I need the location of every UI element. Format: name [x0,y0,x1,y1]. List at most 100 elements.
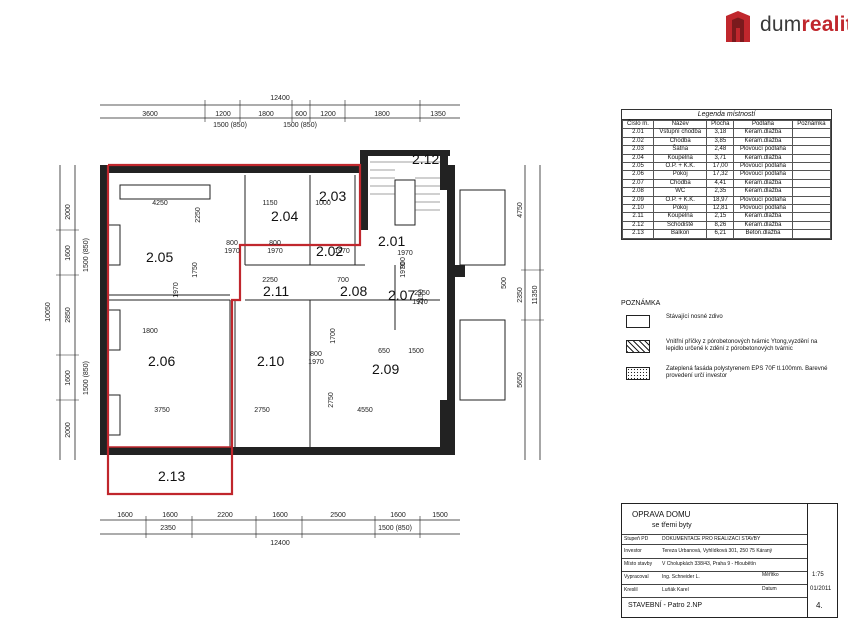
legend-cell: 17,32 [706,170,735,180]
dim-left: 2000 [65,422,72,438]
room-label: 2.04 [271,208,298,224]
legend-cell: 2.02 [622,136,654,147]
dim-bottom-sub: 2350 [160,525,176,532]
tb-value: V Cholupkách 338/43, Praha 9 - Hloubětín [662,561,756,567]
scale-value: 1:75 [812,572,824,578]
dim-left-sub: 1500 (850) [83,361,90,395]
dim-left: 2000 [65,204,72,220]
legend-table: Číslo m. Název Plocha Podlaha Poznámka 2… [622,119,832,239]
legend-cell: 2,48 [706,145,735,155]
sheet-number: 4. [816,601,823,610]
wall-swatch-icon [626,315,650,328]
legend-cell [791,162,832,172]
legend-cell: 3,18 [706,128,735,138]
dim-bottom-sub: 1500 (850) [378,525,412,532]
legend-cell: Chodba [652,136,708,147]
legend-cell: Plovoucí podlaha [733,204,793,214]
dim-bottom: 1500 [432,512,448,519]
dim-right: 5650 [517,372,524,388]
legend-cell [791,212,832,222]
tb-value: Luňák Karel [662,587,689,593]
note-text: Zateplená fasáda polystyrenem EPS 70F tl… [666,366,828,379]
tb-value: DOKUMENTACE PRO REALIZACI STAVBY [662,536,761,542]
dim-top-sub: 1500 (850) [213,122,247,129]
dim-interior: 1150 [262,200,277,207]
legend-cell [791,229,832,239]
dim-bottom: 1600 [390,512,406,519]
dim-interior: 800 [310,351,322,358]
dim-interior: 1970 [400,262,407,278]
legend-cell: 2.12 [622,220,654,231]
interior-walls [107,175,506,447]
dim-right: 2350 [517,287,524,303]
dim-right: 4750 [517,202,524,218]
dim-interior: 650 [378,348,390,355]
legend-cell [791,187,832,197]
tb-label: Datum [762,586,777,592]
dim-top: 600 [295,111,307,118]
dim-bottom: 1600 [272,512,288,519]
note-item: Vnitřní příčky z pórobetonových tvárnic … [621,338,836,365]
legend-cell [791,136,832,147]
dim-interior: 1970 [267,248,283,255]
tb-label: Investor [624,548,642,554]
legend-cell: Keram.dlažba [733,220,793,231]
dim-interior: 800 [269,240,281,247]
legend-header: Plocha [706,119,735,130]
dim-interior: 2750 [328,392,335,408]
dim-top-sub: 1500 (850) [283,122,317,129]
legend-cell: 3,85 [706,136,735,147]
notes-title: POZNÁMKA [621,300,661,307]
room-label: 2.12 [412,151,439,167]
room-label: 2.09 [372,361,399,377]
room-label: 2.06 [148,353,175,369]
drawing-name: STAVEBNÍ - Patro 2.NP [628,602,703,609]
legend-cell: 17,00 [706,162,735,172]
note-item: Zateplená fasáda polystyrenem EPS 70F tl… [621,365,836,390]
dim-interior: 1970 [397,250,413,257]
dim-top-total: 12400 [270,95,290,102]
hatch-swatch-icon [626,340,650,353]
legend-cell [791,204,832,214]
legend-cell: WC [652,187,708,197]
dim-top: 1200 [320,111,336,118]
room-label: 2.13 [158,468,185,484]
dim-bottom-total: 12400 [270,540,290,547]
dim-interior: 2250 [262,277,278,284]
dim-bottom: 2500 [330,512,346,519]
dim-interior: 1000 [315,200,331,207]
dim-interior: 1970 [308,359,324,366]
room-label: 2.03 [319,188,346,204]
room-label: 2.05 [146,249,173,265]
dim-bottom: 2200 [217,512,233,519]
tb-label: Stupeň PD [624,536,649,542]
dim-bottom: 1600 [162,512,178,519]
dim-interior: 1750 [192,262,199,278]
legend-cell: O.P. + K.K. [652,162,708,172]
dim-interior: 1500 [408,348,424,355]
dim-interior: 1970 [334,248,350,255]
legend-cell: Koupelna [652,153,708,164]
legend-cell: 6,21 [706,229,735,239]
exterior-walls [100,150,465,455]
legend-cell: 4,41 [706,178,735,189]
balcony-outline [107,446,233,495]
dim-interior: 1700 [330,328,337,344]
dim-interior: 1970 [412,299,428,306]
dim-interior: 2150 [414,290,430,297]
dim-interior: 1800 [142,328,158,335]
dim-top: 1800 [258,111,274,118]
dim-bottom: 1600 [117,512,133,519]
legend-cell: 2.06 [622,170,654,180]
legend-cell: 2.10 [622,204,654,214]
dim-interior: 4550 [357,407,373,414]
legend-cell: 2.07 [622,178,654,189]
project-title: OPRAVA DOMU [632,510,691,519]
dim-interior: 900 [400,257,407,269]
logo-icon [726,11,750,42]
legend-cell [791,145,832,155]
